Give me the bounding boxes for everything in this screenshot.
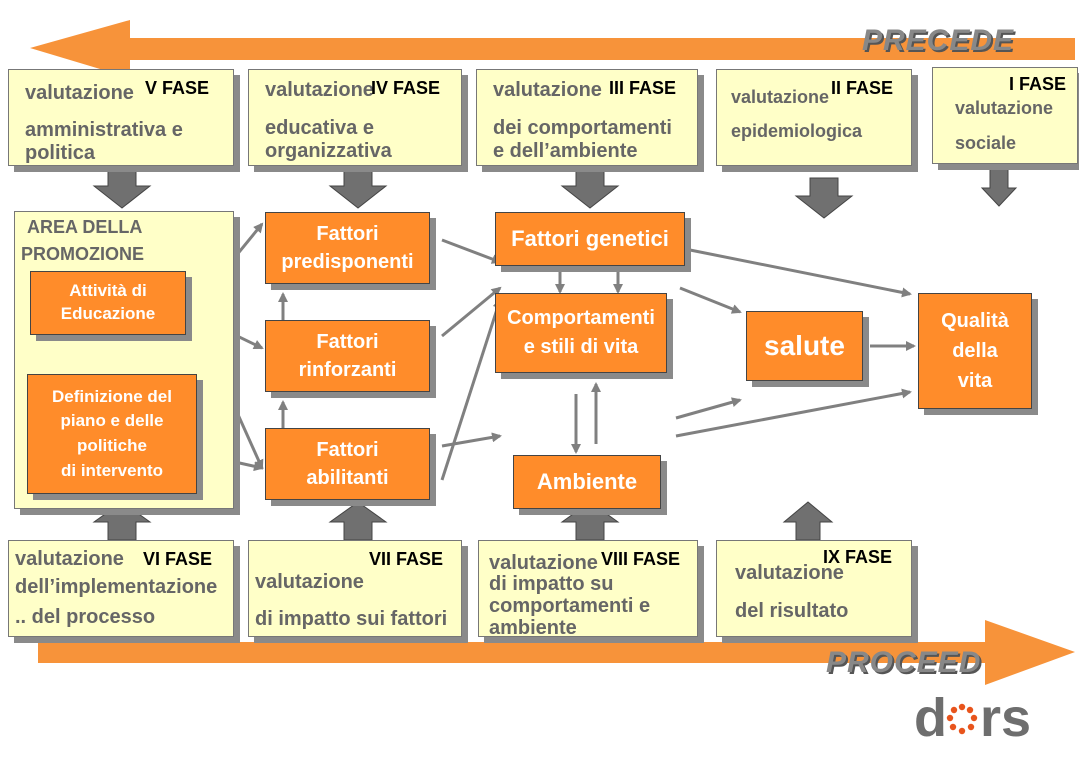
qualita-line1: Qualità: [941, 310, 1009, 332]
proceed-arrow: [38, 620, 1075, 685]
attivita-line2: Educazione: [60, 304, 156, 323]
phase-ii-line2: epidemiologica: [731, 121, 863, 141]
down-arrow-iv: [328, 167, 388, 209]
rinforzanti-line2: rinforzanti: [298, 359, 397, 381]
phase-viii-fase: VIII FASE: [601, 549, 681, 569]
phase-ix-line1: valutazione: [735, 562, 844, 584]
phase-vi-line3: .. del processo: [15, 606, 156, 628]
phase-iv-box: valutazione IV FASE educativa e organizz…: [248, 69, 462, 166]
phase-viii-line1: valutazione: [489, 552, 598, 574]
phase-v-line3: politica: [25, 142, 96, 164]
phase-vii-fase: VII FASE: [369, 549, 444, 569]
qualita-line3: vita: [957, 370, 993, 392]
phase-viii-line4: ambiente: [489, 617, 577, 639]
comportamenti-line2: e stili di vita: [523, 336, 639, 358]
phase-v-line2: amministrativa e: [25, 119, 183, 141]
phase-iv-line2: educativa e: [265, 117, 374, 139]
phase-iii-line2: dei comportamenti: [493, 117, 672, 139]
predisponenti-line2: predisponenti: [281, 251, 414, 273]
phase-vi-line2: dell’implementazione: [15, 576, 218, 598]
genetici-label: Fattori genetici: [511, 226, 669, 251]
phase-iv-fase: IV FASE: [371, 78, 441, 98]
area-title-2: PROMOZIONE: [21, 244, 145, 264]
ambiente-label: Ambiente: [536, 469, 638, 494]
proceed-label: PROCEED: [826, 646, 982, 679]
phase-vii-box: VII FASE valutazione di impatto sui fatt…: [248, 540, 462, 637]
qualita-vita-box: Qualità della vita: [918, 293, 1032, 409]
phase-vi-box: valutazione VI FASE dell’implementazione…: [8, 540, 234, 637]
phase-viii-box: valutazione VIII FASE di impatto su comp…: [478, 540, 698, 639]
phase-ix-fase: IX FASE: [823, 547, 893, 567]
phase-v-line1: valutazione: [25, 82, 134, 104]
definizione-piano-box: Definizione del piano e delle politiche …: [27, 374, 197, 494]
down-arrow-ii: [794, 177, 854, 219]
phase-ii-fase: II FASE: [831, 78, 894, 98]
phase-ix-box: valutazione IX FASE del risultato: [716, 540, 912, 637]
phase-iii-box: valutazione III FASE dei comportamenti e…: [476, 69, 698, 166]
abilitanti-line2: abilitanti: [306, 467, 389, 489]
def-line4: di intervento: [60, 460, 163, 480]
fattori-genetici-box: Fattori genetici: [495, 212, 685, 266]
phase-vi-fase: VI FASE: [143, 549, 213, 569]
precede-label: PRECEDE: [862, 24, 1015, 57]
phase-vi-line1: valutazione: [15, 548, 124, 570]
up-arrow-vi: [92, 501, 152, 541]
fattori-abilitanti-box: Fattori abilitanti: [265, 428, 430, 500]
phase-ix-line2: del risultato: [735, 600, 849, 622]
down-arrow-iii: [560, 167, 620, 209]
phase-v-box: valutazione V FASE amministrativa e poli…: [8, 69, 234, 166]
phase-iv-line3: organizzativa: [265, 140, 392, 162]
dors-logo-svg: d rs: [914, 688, 1031, 744]
up-arrow-viii: [560, 501, 620, 541]
dors-logo: d rs: [914, 684, 1044, 744]
svg-text:rs: rs: [980, 688, 1031, 744]
qualita-line2: della: [952, 340, 998, 362]
area-title-1: AREA DELLA: [27, 217, 143, 237]
rinforzanti-line1: Fattori: [316, 331, 379, 353]
def-line2: piano e delle: [60, 411, 164, 431]
predisponenti-line1: Fattori: [316, 223, 379, 245]
down-arrow-i: [980, 162, 1018, 207]
phase-ii-box: valutazione II FASE epidemiologica: [716, 69, 912, 166]
phase-i-line1: valutazione: [955, 98, 1054, 118]
phase-vii-line1: valutazione: [255, 571, 364, 593]
phase-i-box: I FASE valutazione sociale: [932, 67, 1078, 164]
phase-iii-line1: valutazione: [493, 79, 602, 101]
fattori-rinforzanti-box: Fattori rinforzanti: [265, 320, 430, 392]
phase-iii-line3: e dell’ambiente: [493, 140, 638, 162]
up-arrow-vii: [328, 501, 388, 541]
salute-label: salute: [764, 330, 845, 361]
ambiente-box: Ambiente: [513, 455, 661, 509]
phase-vii-line2: di impatto sui fattori: [255, 608, 448, 630]
phase-ii-line1: valutazione: [731, 87, 830, 107]
phase-iv-line1: valutazione: [265, 79, 374, 101]
phase-i-fase: I FASE: [1009, 74, 1067, 94]
attivita-educazione-box: Attività di Educazione: [30, 271, 186, 335]
phase-viii-line2: di impatto su: [489, 573, 614, 595]
salute-box: salute: [746, 311, 863, 381]
comportamenti-box: Comportamenti e stili di vita: [495, 293, 667, 373]
phase-iii-fase: III FASE: [609, 78, 677, 98]
logo-dot-ring: [946, 703, 978, 735]
def-line3: politiche: [77, 436, 147, 455]
comportamenti-line1: Comportamenti: [507, 307, 655, 329]
phase-v-fase: V FASE: [145, 78, 210, 98]
up-arrow-ix: [782, 501, 834, 541]
attivita-line1: Attività di: [69, 281, 147, 301]
precede-arrow: [30, 20, 1075, 78]
fattori-predisponenti-box: Fattori predisponenti: [265, 212, 430, 284]
abilitanti-line1: Fattori: [316, 439, 379, 461]
phase-i-line2: sociale: [955, 133, 1017, 153]
phase-viii-line3: comportamenti e: [489, 595, 651, 617]
down-arrow-v: [92, 167, 152, 209]
svg-text:d: d: [914, 688, 947, 744]
def-line1: Definizione del: [52, 386, 172, 406]
